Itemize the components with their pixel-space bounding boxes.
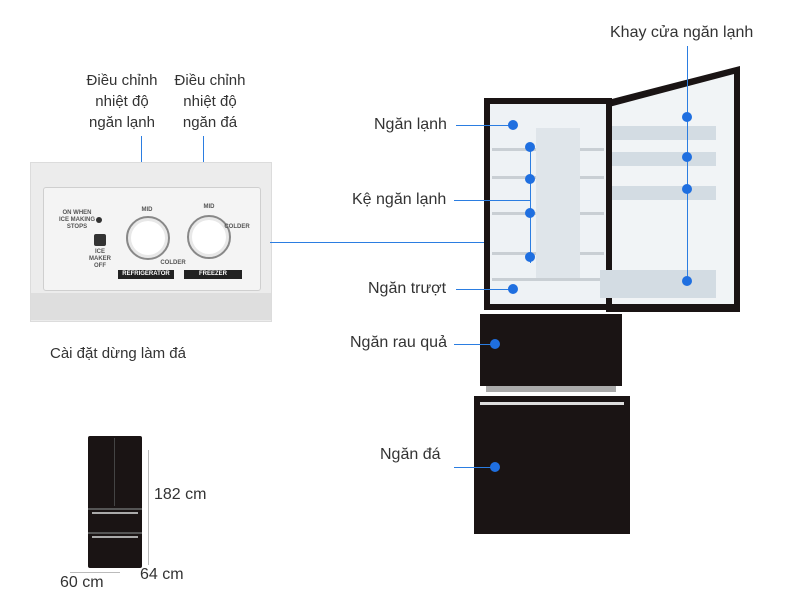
freezer-temp-knob[interactable] xyxy=(187,215,231,259)
height-dimension-line xyxy=(148,450,149,565)
freezer-colder-label: COLDER xyxy=(224,224,250,230)
label-vegetable-drawer: Ngăn rau quả xyxy=(350,334,447,351)
pointer-line-vegetable-drawer xyxy=(454,344,494,345)
label-sliding-drawer: Ngăn trượt xyxy=(368,280,447,297)
pointer-line-fridge-shelf-vertical xyxy=(530,145,531,263)
vegetable-drawer xyxy=(480,314,622,386)
dot-sliding-drawer xyxy=(508,284,518,294)
dot-fridge-compartment xyxy=(508,120,518,130)
pointer-line-sliding-drawer xyxy=(456,289,512,290)
width-dimension-line xyxy=(70,572,120,573)
dot-door-tray-3 xyxy=(682,184,692,194)
dot-shelf-1 xyxy=(525,142,535,152)
ice-stop-text: ON WHEN ICE MAKING STOPS xyxy=(59,210,95,230)
small-fridge-image xyxy=(88,436,142,568)
dot-shelf-3 xyxy=(525,208,535,218)
label-freezer: Ngăn đá xyxy=(380,446,441,463)
pointer-line-door-tray xyxy=(687,46,688,282)
label-ice-stop-setting: Cài đặt dừng làm đá xyxy=(50,345,186,362)
ice-indicator-icon xyxy=(96,217,102,223)
fridge-mid-label: MID xyxy=(141,207,153,213)
dot-shelf-4 xyxy=(525,252,535,262)
pointer-line-freezer xyxy=(454,467,494,468)
fridge-temp-knob[interactable] xyxy=(126,216,170,260)
dim-width: 60 cm xyxy=(60,574,104,591)
freezer-bar: FREEZER xyxy=(184,270,242,279)
dot-freezer xyxy=(490,462,500,472)
dim-depth: 64 cm xyxy=(140,566,184,583)
pointer-line-fridge-compartment xyxy=(456,125,512,126)
control-panel-inner: ON WHEN ICE MAKING STOPS ICE MAKER OFF M… xyxy=(43,187,261,291)
label-fridge-compartment: Ngăn lạnh xyxy=(374,116,447,133)
dot-vegetable-drawer xyxy=(490,339,500,349)
control-panel-closeup: ON WHEN ICE MAKING STOPS ICE MAKER OFF M… xyxy=(30,162,272,322)
dot-door-tray-1 xyxy=(682,112,692,122)
freezer-drawer xyxy=(474,396,630,534)
panel-bottom-strip xyxy=(31,293,271,320)
label-adjust-fridge-temp: Điều chỉnh nhiệt độ ngăn lạnh xyxy=(86,72,158,131)
dot-door-tray-2 xyxy=(682,152,692,162)
dot-door-tray-4 xyxy=(682,276,692,286)
fridge-colder-label: COLDER xyxy=(160,260,186,266)
ice-maker-icon xyxy=(94,234,106,246)
ice-maker-off-label: ICE MAKER OFF xyxy=(89,249,111,269)
label-door-tray: Khay cửa ngăn lạnh xyxy=(610,24,754,41)
freezer-mid-label: MID xyxy=(203,204,215,210)
dim-height: 182 cm xyxy=(154,486,207,503)
label-adjust-freezer-temp: Điều chỉnh nhiệt độ ngăn đá xyxy=(174,72,246,131)
refrigerator-bar: REFRIGERATOR xyxy=(118,270,174,279)
pointer-line-panel xyxy=(270,242,592,243)
pointer-line-fridge-shelf xyxy=(454,200,530,201)
label-fridge-shelf: Kệ ngăn lạnh xyxy=(352,191,447,208)
dot-shelf-2 xyxy=(525,174,535,184)
